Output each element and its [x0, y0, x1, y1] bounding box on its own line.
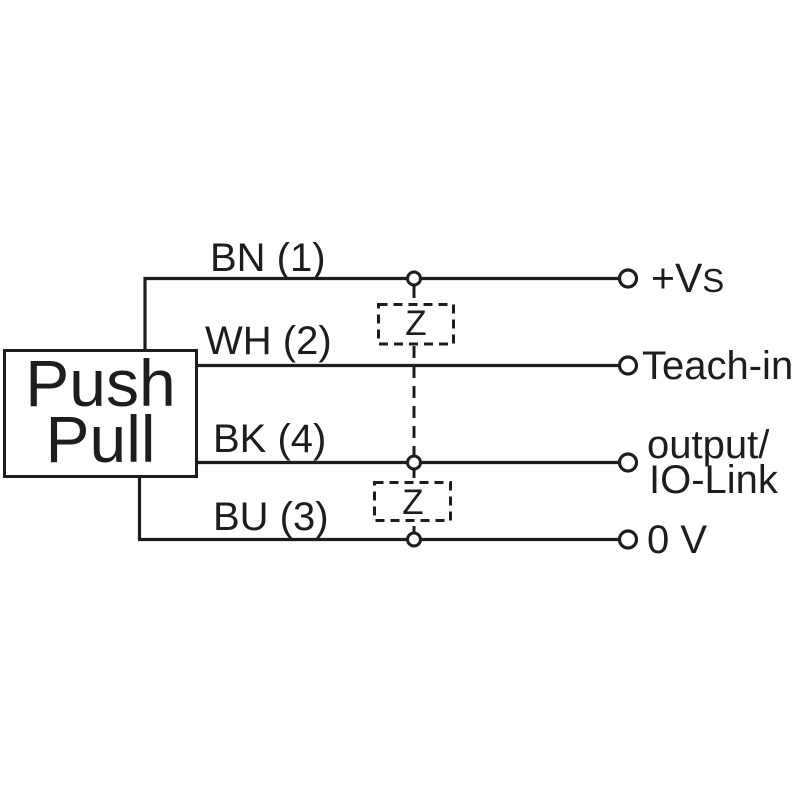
impedance-symbol-1: Z — [405, 304, 426, 343]
wire-bu — [137, 476, 619, 542]
terminal-label-vs-sub: S — [702, 262, 724, 299]
wire-label-bn: BN (1) — [210, 236, 326, 280]
terminal-circle-0v — [617, 529, 639, 550]
wire-label-bu: BU (3) — [213, 495, 329, 539]
terminal-label-vs-main: +V — [651, 255, 703, 301]
component-label-line1: Push — [25, 346, 175, 420]
wire-label-wh: WH (2) — [205, 319, 332, 363]
junction-node-bk — [406, 454, 422, 471]
terminal-label-output-line1: output/ — [647, 423, 770, 467]
terminal-label-output-line2: IO-Link — [649, 458, 779, 502]
terminal-label-teach-in: Teach-in — [642, 344, 793, 388]
wire-bn — [143, 276, 619, 352]
impedance-symbol-2: Z — [402, 483, 423, 522]
junction-node-bn — [406, 270, 422, 287]
component-label-line2: Pull — [45, 402, 155, 476]
impedance-box-2 — [373, 481, 452, 522]
junction-node-bu — [406, 531, 422, 548]
terminal-circle-output — [617, 452, 639, 473]
wire-label-bk: BK (4) — [213, 417, 326, 461]
impedance-box-1 — [377, 303, 455, 346]
component-box — [3, 349, 198, 478]
terminal-circle-teach-in — [617, 355, 639, 376]
terminal-label-0v: 0 V — [647, 518, 707, 562]
terminal-label-vs: +VS — [651, 255, 724, 301]
terminal-circle-vs — [617, 268, 639, 289]
